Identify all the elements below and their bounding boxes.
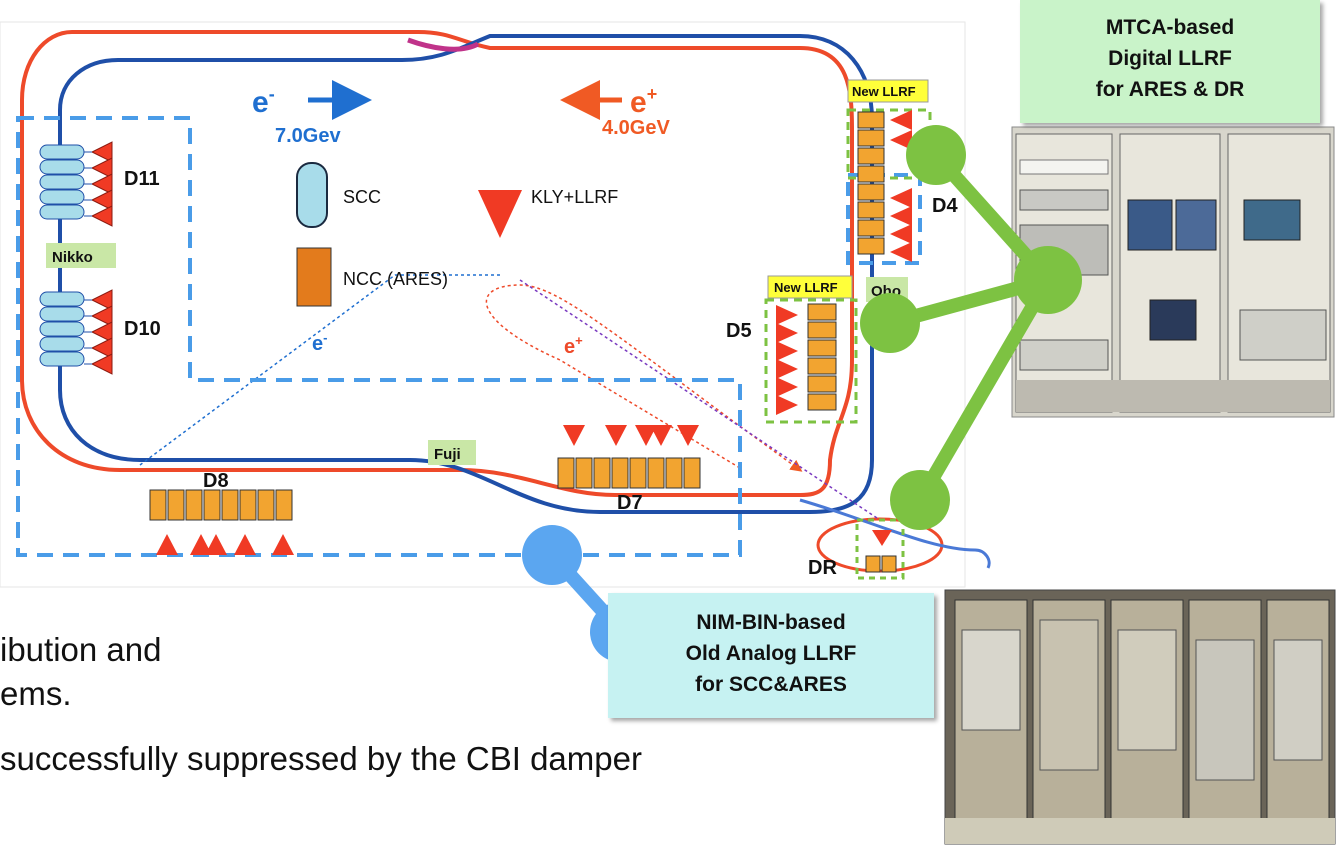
electron-energy-label: 7.0Gev bbox=[275, 125, 341, 147]
mtca-rack-photo bbox=[1011, 126, 1335, 418]
positron-injection-line bbox=[485, 284, 803, 472]
positron-beam-transport bbox=[519, 279, 881, 521]
electron-injection-label: e- bbox=[312, 330, 327, 355]
section-d5-label: D5 bbox=[726, 320, 752, 342]
ler-ring bbox=[20, 30, 854, 497]
new-llrf-tag-mid-bg bbox=[767, 275, 853, 299]
new-llrf-tag-top: New LLRF bbox=[852, 84, 916, 99]
d11-cavities bbox=[39, 141, 113, 227]
d10-cavities bbox=[39, 289, 113, 375]
legend-ncc-icon bbox=[296, 247, 332, 307]
legend-kly-label: KLY+LLRF bbox=[531, 187, 618, 207]
electron-beam-label: e- bbox=[252, 84, 275, 119]
dr-transport bbox=[799, 498, 991, 569]
nim-callout-line2: Old Analog LLRF bbox=[685, 642, 857, 665]
area-nikko-bg bbox=[46, 243, 116, 268]
area-nikko-label: Nikko bbox=[52, 249, 93, 266]
mtca-callout-line1: MTCA-based bbox=[1105, 16, 1235, 39]
body-text-line1: ibution and bbox=[0, 631, 162, 668]
d7-cavities bbox=[557, 425, 701, 489]
d8-cavities bbox=[149, 489, 294, 555]
nim-callout-line3: for SCC&ARES bbox=[695, 673, 847, 696]
nim-callout-line1: NIM-BIN-based bbox=[696, 611, 846, 634]
mtca-callout-line3: for ARES & DR bbox=[1095, 78, 1245, 101]
body-text-line3: successfully suppressed by the CBI dampe… bbox=[0, 740, 642, 777]
legend-ncc-label: NCC (ARES) bbox=[343, 269, 448, 289]
green-box-d5 bbox=[764, 298, 858, 424]
section-d4-label: D4 bbox=[932, 195, 958, 217]
legend-kly-icon bbox=[478, 190, 522, 238]
mtca-callout: MTCA-based Digital LLRF for ARES & DR bbox=[1020, 0, 1320, 123]
dr-cavities bbox=[865, 530, 897, 573]
new-llrf-tag-mid: New LLRF bbox=[774, 280, 838, 295]
legend-scc-label: SCC bbox=[343, 187, 381, 207]
green-connector-network bbox=[860, 125, 1082, 530]
section-d11-label: D11 bbox=[124, 168, 160, 190]
positron-energy-label: 4.0GeV bbox=[602, 117, 670, 139]
positron-injection-label: e+ bbox=[564, 333, 583, 358]
area-box-nikko bbox=[16, 116, 742, 557]
positron-beam-label: e+ bbox=[630, 84, 657, 119]
d5-cavities bbox=[776, 303, 837, 415]
section-dr-label: DR bbox=[808, 557, 837, 579]
body-text-line2: ems. bbox=[0, 675, 72, 712]
nim-callout: NIM-BIN-based Old Analog LLRF for SCC&AR… bbox=[608, 593, 934, 718]
electron-injection-line bbox=[139, 274, 500, 466]
ring-crossing bbox=[407, 37, 480, 52]
nim-rack-photo bbox=[944, 589, 1336, 845]
area-fuji-bg bbox=[428, 440, 476, 465]
new-llrf-tag-top-bg bbox=[847, 79, 929, 103]
section-d8-label: D8 bbox=[203, 470, 229, 492]
legend-scc-icon bbox=[296, 162, 328, 228]
section-d7-label: D7 bbox=[617, 492, 643, 514]
d4-cavities bbox=[857, 110, 912, 262]
area-fuji-label: Fuji bbox=[434, 446, 461, 463]
green-box-dr bbox=[855, 518, 905, 580]
her-ring bbox=[58, 34, 874, 514]
mtca-callout-line2: Digital LLRF bbox=[1108, 47, 1232, 70]
section-d10-label: D10 bbox=[124, 318, 161, 340]
